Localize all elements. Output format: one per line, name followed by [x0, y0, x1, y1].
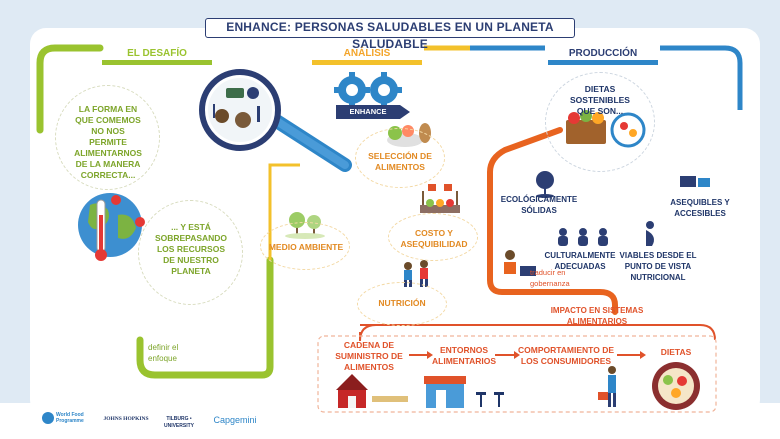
blue-path-right: [660, 45, 743, 110]
shop-icon: [424, 376, 504, 408]
desafio-text-2: ... Y ESTÁ SOBREPASANDO LOS RECURSOS DE …: [154, 222, 228, 276]
impacto-comportamiento: COMPORTAMIENTO DE LOS CONSUMIDORES: [517, 345, 615, 366]
traducir-gobernanza: traducir en gobernanza: [530, 268, 570, 288]
coins-icon: [680, 176, 710, 187]
quality-asequibles: ASEQUIBLES Y ACCESIBLES: [670, 198, 730, 218]
analysis-circle-costo: [388, 213, 478, 261]
desafio-text-1: LA FORMA EN QUE COMEMOS NO NOS PERMITE A…: [74, 104, 142, 180]
analisis-nutricion: NUTRICIÓN: [378, 298, 426, 308]
analisis-seleccion: SELECCIÓN DE ALIMENTOS: [368, 151, 432, 172]
impacto-dietas: DIETAS: [660, 347, 692, 357]
challenge-circle-1: [55, 85, 160, 190]
logo-tilburg: TILBURG • UNIVERSITY: [163, 416, 194, 429]
impact-loop: [359, 324, 505, 342]
logo-wfp: World Food Programme: [56, 412, 84, 424]
challenge-circle-2: [138, 200, 243, 305]
analysis-circle-nutricion: [357, 282, 447, 326]
diets-circle: [545, 72, 655, 172]
analysis-circle-medio: [260, 222, 350, 270]
pregnant-woman-icon: [646, 221, 654, 246]
impacto-label: IMPACTO EN SISTEMAS ALIMENTARIOS: [550, 306, 644, 326]
quality-ecologicamente: ECOLÓGICAMENTE SÓLIDAS: [500, 195, 578, 215]
dietas-sostenibles: DIETAS SOSTENIBLES QUE SON...: [570, 84, 630, 116]
page-title: ENHANCE: PERSONAS SALUDABLES EN UN PLANE…: [205, 18, 575, 51]
section-analisis: ANÁLISIS: [312, 43, 422, 65]
impacto-cadena: CADENA DE SUMINISTRO DE ALIMENTOS: [335, 340, 403, 372]
section-produccion: PRODUCCIÓN: [548, 43, 658, 65]
analysis-circle-seleccion: [355, 128, 445, 188]
analisis-medio: MEDIO AMBIENTE: [268, 242, 344, 252]
logo-jhu: JOHNS HOPKINS: [103, 416, 149, 422]
green-path: [36, 44, 104, 134]
footer-bar: [0, 403, 780, 439]
desafio-define: definir el enfoque: [148, 343, 179, 363]
consumer-icon: [598, 366, 616, 407]
quality-culturalmente: CULTURALMENTE ADECUADAS: [544, 251, 616, 271]
impact-top: [360, 324, 716, 341]
yellow-path-vertical: [268, 163, 300, 260]
impact-dashed-box: [317, 335, 717, 413]
barn-icon: [336, 374, 408, 408]
market-stall-icon: [420, 184, 460, 213]
ecology-icon: [536, 171, 554, 198]
green-path-bottom: [136, 256, 274, 379]
impacto-entornos: ENTORNOS ALIMENTARIOS: [432, 345, 497, 366]
magnifier-icon: [199, 69, 352, 172]
gears-icon: [334, 72, 402, 108]
people-icon: [558, 228, 608, 246]
enhance-label: ENHANCE: [349, 107, 387, 116]
globe-icon: [78, 193, 145, 261]
plate-icon: [652, 362, 700, 410]
section-desafio: EL DESAFÍO: [102, 43, 212, 65]
governance-person-icon: [504, 250, 536, 276]
wfp-logo: [42, 412, 54, 424]
enhance-banner: [336, 105, 410, 119]
logo-capgemini: Capgemini: [213, 415, 257, 425]
analisis-costo: COSTO Y ASEQUIBILIDAD: [400, 228, 468, 249]
orange-path: [487, 127, 618, 315]
quality-viables: VIABLES DESDE EL PUNTO DE VISTA NUTRICIO…: [619, 251, 697, 282]
